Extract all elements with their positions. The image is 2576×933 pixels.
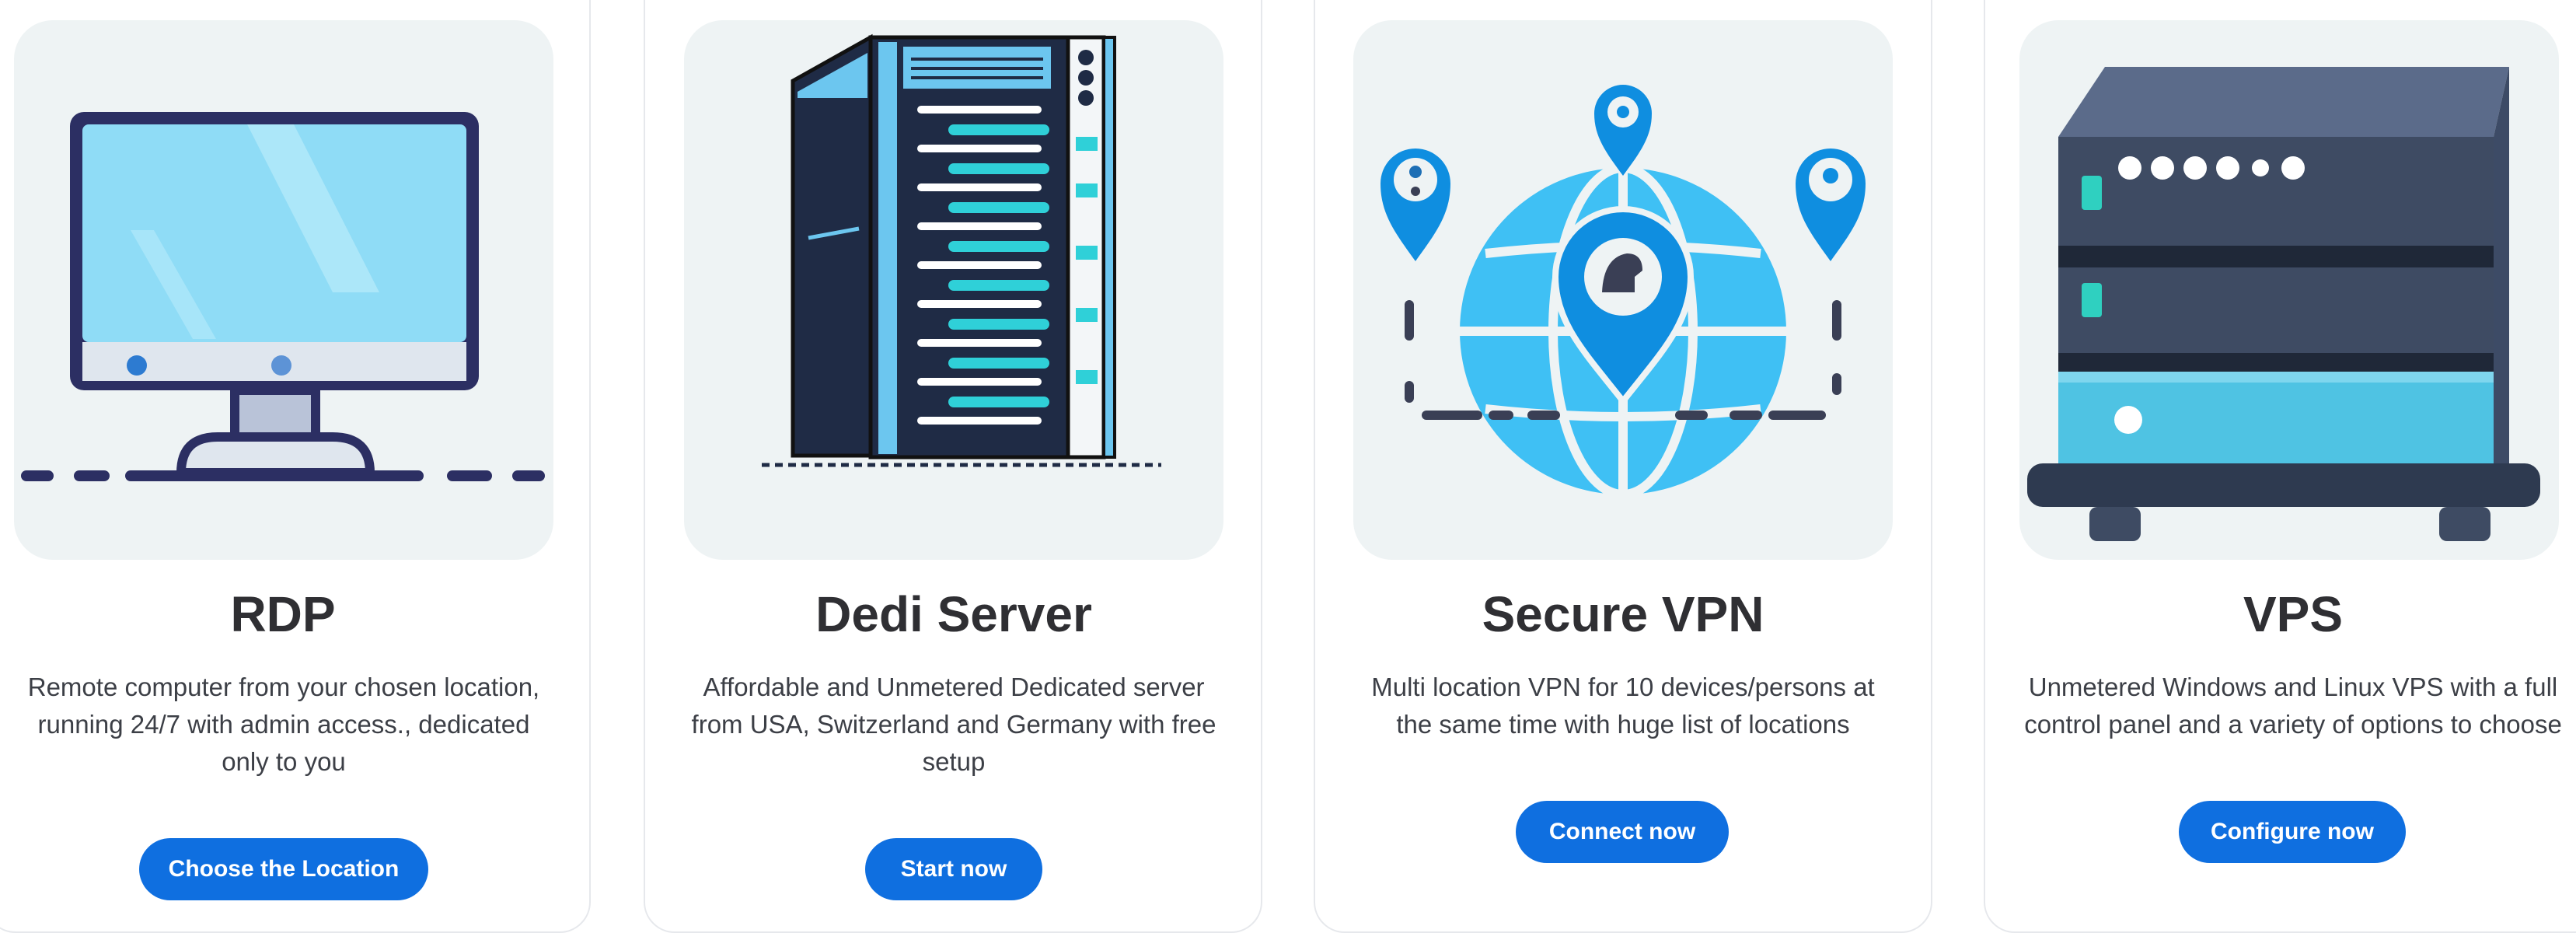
start-now-button[interactable]: Start now bbox=[865, 838, 1042, 900]
rdp-illustration bbox=[14, 20, 553, 560]
globe-location-pins-icon bbox=[1380, 85, 1866, 499]
secure-vpn-illustration bbox=[1353, 20, 1893, 560]
desktop-monitor-icon bbox=[21, 112, 545, 481]
server-unit-icon bbox=[2027, 67, 2540, 541]
server-rack-icon bbox=[762, 33, 1161, 467]
configure-now-button[interactable]: Configure now bbox=[2179, 801, 2406, 863]
vps-description: Unmetered Windows and Linux VPS with a f… bbox=[2024, 673, 2562, 739]
dedi-server-description: Affordable and Unmetered Dedicated serve… bbox=[691, 673, 1216, 776]
secure-vpn-description: Multi location VPN for 10 devices/person… bbox=[1371, 673, 1875, 739]
connect-now-button[interactable]: Connect now bbox=[1516, 801, 1729, 863]
dedi-server-illustration bbox=[684, 20, 1223, 560]
rdp-title: RDP bbox=[230, 586, 336, 642]
vps-illustration bbox=[2019, 20, 2559, 560]
choose-location-button[interactable]: Choose the Location bbox=[139, 838, 428, 900]
rdp-description: Remote computer from your chosen locatio… bbox=[27, 673, 540, 776]
secure-vpn-title: Secure VPN bbox=[1482, 586, 1764, 642]
vps-title: VPS bbox=[2243, 586, 2344, 642]
dedi-server-title: Dedi Server bbox=[815, 586, 1092, 642]
